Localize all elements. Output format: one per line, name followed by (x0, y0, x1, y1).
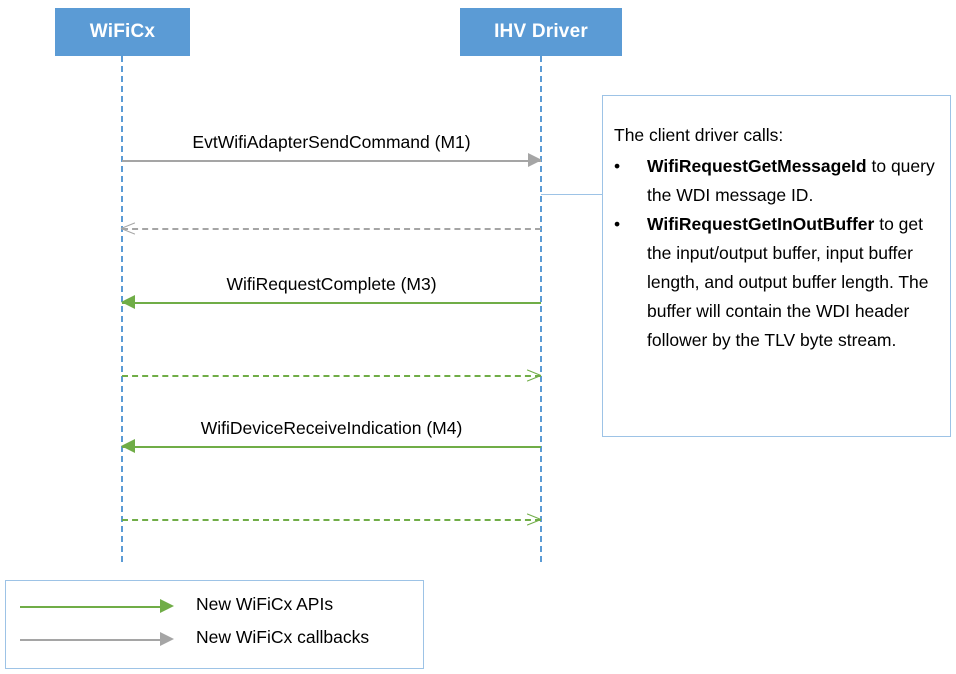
arrowhead-right-icon (528, 153, 542, 167)
callout-item-text: to get the input/output buffer, input bu… (647, 214, 929, 350)
bullet-icon: • (614, 214, 621, 234)
message-m4-return-line (122, 519, 541, 521)
arrowhead-left-icon (121, 439, 135, 453)
callout-connector-line (541, 194, 603, 195)
legend-line-gray (20, 639, 164, 641)
lifeline-ihv-driver (540, 56, 542, 562)
callout-list-item: • WifiRequestGetInOutBuffer to get the i… (603, 210, 950, 355)
callout-api-name: WifiRequestGetInOutBuffer (647, 214, 875, 234)
legend-box: New WiFiCx APIs New WiFiCx callbacks (5, 580, 424, 669)
legend-row-apis: New WiFiCx APIs (6, 592, 423, 622)
callout-item-text: to query the WDI message ID. (647, 156, 935, 205)
message-m4-label: WifiDeviceReceiveIndication (M4) (200, 418, 463, 438)
callout-note: The client driver calls: • WifiRequestGe… (602, 95, 951, 437)
legend-label-callbacks: New WiFiCx callbacks (196, 627, 370, 647)
arrowhead-right-icon (160, 599, 174, 613)
participant-wificx-label: WiFiCx (89, 21, 156, 42)
message-m4-line (122, 446, 541, 448)
participant-ihv-driver-label: IHV Driver (494, 21, 588, 42)
callout-intro-text: The client driver calls: (614, 125, 784, 145)
participant-ihv-driver: IHV Driver (460, 8, 622, 56)
arrowhead-right-open-icon (525, 366, 543, 384)
legend-label-apis: New WiFiCx APIs (196, 594, 334, 614)
bullet-icon: • (614, 156, 621, 176)
message-m1-line (122, 160, 541, 162)
message-m3-return-line (122, 375, 541, 377)
legend-row-callbacks: New WiFiCx callbacks (6, 625, 423, 655)
legend-line-green (20, 606, 164, 608)
message-m3-line (122, 302, 541, 304)
arrowhead-left-open-icon (120, 219, 138, 237)
participant-wificx: WiFiCx (55, 8, 190, 56)
arrowhead-right-icon (160, 632, 174, 646)
callout-list-item: • WifiRequestGetMessageId to query the W… (603, 152, 950, 210)
message-m2-line (122, 228, 541, 230)
arrowhead-left-icon (121, 295, 135, 309)
callout-api-name: WifiRequestGetMessageId (647, 156, 867, 176)
callout-list: • WifiRequestGetMessageId to query the W… (603, 152, 950, 355)
message-m1-label: EvtWifiAdapterSendCommand (M1) (192, 132, 471, 152)
message-m3-label: WifiRequestComplete (M3) (226, 274, 437, 294)
arrowhead-right-open-icon (525, 510, 543, 528)
lifeline-wificx (121, 56, 123, 562)
